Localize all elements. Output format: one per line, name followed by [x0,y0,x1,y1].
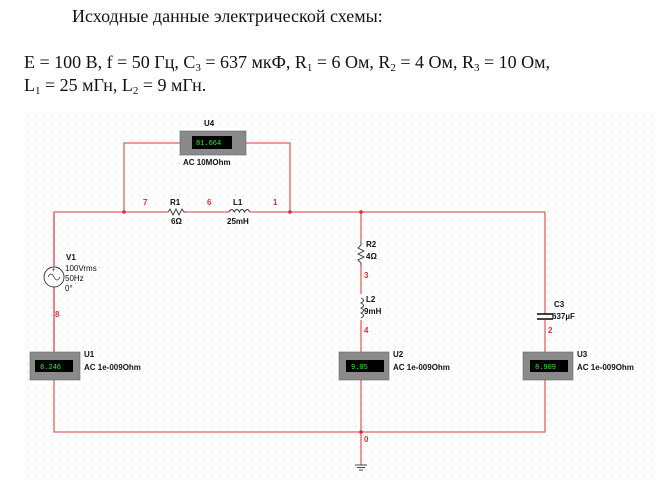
u3-name: U3 [577,350,588,359]
junction-1 [288,210,292,214]
u1-name: U1 [84,350,95,359]
subscript: 3 [473,62,480,74]
sine-wave-icon [47,273,61,281]
ac-source-v1[interactable]: + V1 100Vrms 50Hz 0° [43,212,97,293]
r2-name: R2 [366,240,377,249]
u1-mode: AC 1e-009Ohm [84,363,141,372]
r2-value: 4Ω [366,252,377,261]
inductor-l2-symbol [359,297,364,319]
node-label-3: 3 [364,271,369,280]
l1-value: 25mH [227,217,249,226]
resistor-r2-symbol [356,242,366,266]
u2-mode: AC 1e-009Ohm [393,363,450,372]
resistor-r2[interactable]: R2 4Ω [356,240,377,266]
u3-display [530,360,568,372]
node-label-1: 1 [273,198,278,207]
wire-u4-left [123,142,180,212]
inductor-l1[interactable]: L1 25mH [227,198,251,226]
wire-u4-right [246,142,291,212]
ammeter-u1[interactable]: 8.246 U1 AC 1e-009Ohm [29,350,141,381]
subscript: 2 [390,62,396,74]
l2-value: 9mH [364,307,382,316]
subscript: 3 [195,62,201,74]
node-label-0: 0 [364,435,369,444]
junction-mid [359,210,363,214]
node-label-6: 6 [207,198,212,207]
resistor-r1-symbol [167,207,186,217]
voltmeter-u4[interactable]: 81.664 U4 AC 10MOhm + - [179,119,247,167]
u4-name: U4 [204,119,215,128]
circuit-parameters: E = 100 В, f = 50 Гц, C3 = 637 мкФ, R1 =… [24,51,550,97]
ammeter-u2[interactable]: 9.05 U2 AC 1e-009Ohm [338,350,450,381]
c3-value: 637µF [552,312,575,321]
junction-7 [122,210,126,214]
u2-display [346,360,384,372]
inductor-l2[interactable]: L2 9mH [359,295,382,319]
v1-frequency: 50Hz [65,274,84,283]
r1-name: R1 [170,198,181,207]
node-label-8: 8 [55,310,60,319]
capacitor-c3[interactable]: C3 637µF [537,300,575,321]
v1-name: V1 [66,253,76,262]
u3-reading: 8.909 [535,364,556,372]
l1-name: L1 [233,198,243,207]
v1-phase: 0° [65,284,73,293]
ground-icon [355,464,367,471]
node-label-4: 4 [364,326,369,335]
params-line-2: L1 = 25 мГн, L2 = 9 мГн. [24,75,207,97]
u2-name: U2 [393,350,404,359]
node-label-7: 7 [143,198,148,207]
ammeter-u3[interactable]: 8.909 U3 AC 1e-009Ohm [522,350,634,381]
u4-mode: AC 10MOhm [183,158,231,167]
u3-mode: AC 1e-009Ohm [577,363,634,372]
params-line-1: E = 100 В, f = 50 Гц, C3 = 637 мкФ, R1 =… [24,52,550,74]
u4-plus-terminal: + [182,132,186,138]
u4-display [192,136,232,149]
l2-name: L2 [366,295,376,304]
subscript: 2 [132,85,139,97]
u4-minus-terminal: - [238,141,240,147]
c3-name: C3 [554,300,565,309]
r1-value: 6Ω [171,217,182,226]
junction-0 [359,430,363,434]
u4-reading: 81.664 [196,140,221,148]
subscript: 1 [35,85,41,97]
node-label-2: 2 [548,326,553,335]
inductor-l1-symbol [228,209,251,213]
v1-plus-sign: + [52,267,56,274]
u1-display [35,360,73,372]
page-title: Исходные данные электрической схемы: [72,6,383,26]
grid-background [20,112,657,481]
resistor-r1[interactable]: R1 6Ω [167,198,186,226]
v1-voltage: 100Vrms [65,264,97,273]
u1-reading: 8.246 [40,364,61,372]
wire-bottom [53,380,546,433]
u2-reading: 9.05 [351,364,368,372]
subscript: 1 [306,62,313,74]
